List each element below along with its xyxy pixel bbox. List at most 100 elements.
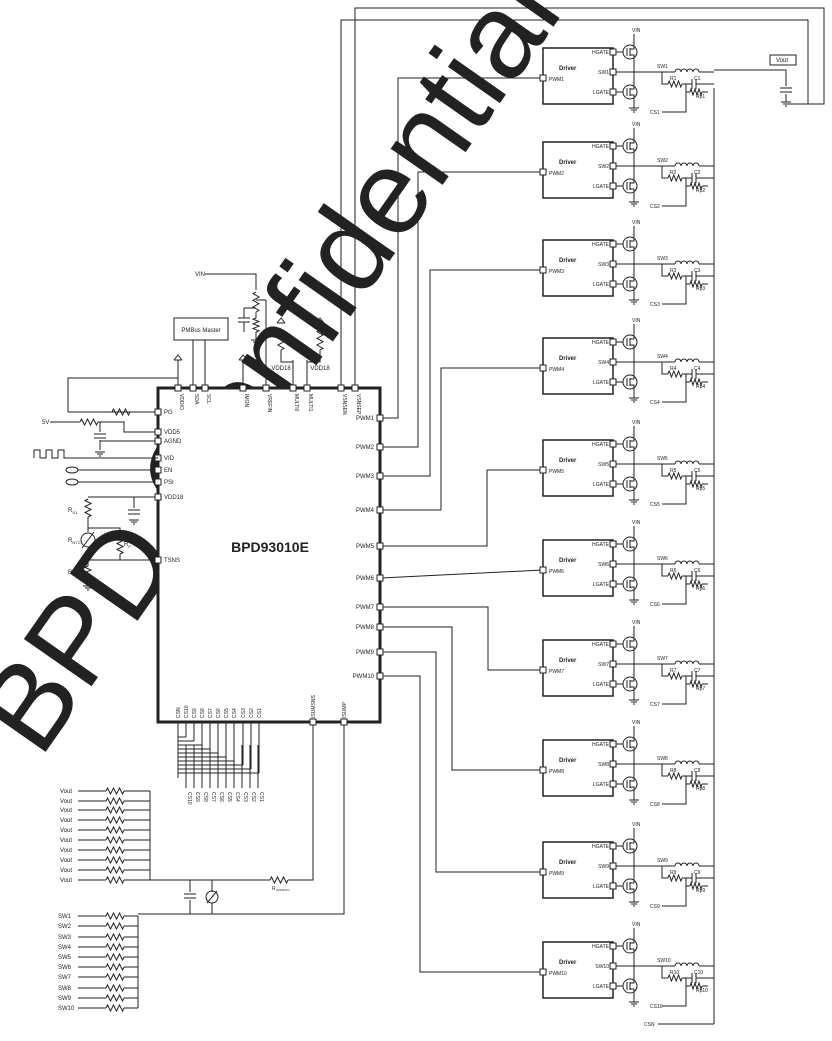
wire bbox=[380, 626, 543, 771]
cs-sum-label: CS10 bbox=[186, 792, 192, 805]
ic-pin-label: CS8 bbox=[200, 708, 206, 718]
wire bbox=[380, 367, 543, 511]
sum-sw-label: SW8 bbox=[58, 986, 72, 992]
phase-r-label: R3 bbox=[670, 268, 677, 274]
mosfet-symbol bbox=[622, 178, 638, 194]
driver-lgate-label: LGATE bbox=[593, 582, 610, 588]
phase-sw-label: SW5 bbox=[657, 456, 668, 462]
pin-square bbox=[609, 460, 617, 468]
pin-square bbox=[337, 384, 345, 392]
wire bbox=[354, 7, 825, 388]
pin-square bbox=[609, 378, 617, 386]
phase-cs-label: CS4 bbox=[650, 400, 660, 406]
mosfet-symbol bbox=[622, 276, 638, 292]
cs-sum-label: CS3 bbox=[242, 792, 248, 802]
phase-cs-label: CS3 bbox=[650, 302, 660, 308]
wire bbox=[661, 362, 668, 375]
pin-square bbox=[262, 384, 270, 392]
pin-square bbox=[154, 478, 162, 486]
mosfet-symbol bbox=[622, 938, 638, 954]
pin-square bbox=[376, 443, 384, 451]
pin-square bbox=[539, 766, 547, 774]
pin-square bbox=[340, 718, 348, 726]
pin-square bbox=[289, 384, 297, 392]
wire bbox=[307, 350, 321, 363]
wire bbox=[380, 651, 543, 873]
resistor bbox=[105, 921, 125, 931]
sum-vout-label: Vout bbox=[60, 818, 72, 824]
pin-square bbox=[376, 472, 384, 480]
wire bbox=[662, 986, 687, 1007]
supply-arrow bbox=[238, 354, 248, 361]
pin-square bbox=[609, 780, 617, 788]
mosfet-symbol bbox=[630, 635, 635, 642]
wire bbox=[685, 978, 690, 987]
ic-pin-label: EN bbox=[164, 468, 172, 474]
mosfet-symbol bbox=[622, 636, 638, 652]
component-label: RS1 bbox=[68, 508, 78, 515]
pin-square bbox=[539, 968, 547, 976]
wire bbox=[662, 382, 687, 403]
mosfet-symbol bbox=[622, 878, 638, 894]
mosfet-symbol bbox=[630, 148, 635, 155]
ic-pin-label: CS7 bbox=[208, 708, 214, 718]
phase-cs-label: CS9 bbox=[650, 904, 660, 910]
pin-square bbox=[609, 962, 617, 970]
resistor bbox=[689, 87, 703, 97]
resistor bbox=[105, 855, 125, 865]
resistor bbox=[111, 407, 131, 417]
pin-square bbox=[376, 542, 384, 550]
driver-title: Driver bbox=[559, 356, 577, 362]
resistor bbox=[105, 835, 125, 845]
mosfet-symbol bbox=[630, 535, 635, 542]
pin-square bbox=[303, 384, 311, 392]
pin-square bbox=[376, 603, 384, 611]
mosfet-symbol bbox=[630, 246, 635, 253]
wires bbox=[50, 7, 825, 1025]
mosfet-symbol bbox=[622, 676, 638, 692]
mosfet-symbol bbox=[630, 188, 635, 195]
net-label-vin: VIN bbox=[195, 272, 205, 278]
sum-vout-label: Vout bbox=[60, 808, 72, 814]
sum-sw-label: SW7 bbox=[58, 975, 72, 981]
mosfet-symbol bbox=[622, 736, 638, 752]
resistor bbox=[251, 317, 261, 333]
ic-pin-label: CS2 bbox=[249, 708, 255, 718]
driver-sw-label: SW8 bbox=[598, 762, 609, 768]
resistor bbox=[667, 771, 683, 781]
wire bbox=[380, 77, 543, 419]
ic-pin-label: MULTI1 bbox=[307, 394, 313, 412]
ic-pin-label: VDDIO bbox=[178, 394, 184, 410]
wire bbox=[661, 166, 668, 179]
ic-name: BPD93010E bbox=[231, 539, 309, 555]
pin-square bbox=[609, 440, 617, 448]
pin-square bbox=[539, 364, 547, 372]
resistor bbox=[105, 932, 125, 942]
wire bbox=[662, 186, 687, 207]
driver-lgate-label: LGATE bbox=[593, 782, 610, 788]
driver-sw-label: SW3 bbox=[598, 262, 609, 268]
ic-pin-label: PWM2 bbox=[356, 445, 375, 451]
pin-square bbox=[609, 142, 617, 150]
driver-sw-label: SW2 bbox=[598, 164, 609, 170]
mosfet-symbol bbox=[622, 44, 638, 60]
wire bbox=[661, 464, 668, 477]
pin-square bbox=[609, 640, 617, 648]
cs-sum-label: CS1 bbox=[258, 792, 264, 802]
resistor bbox=[105, 952, 125, 962]
mosfet-symbol bbox=[622, 436, 638, 452]
driver-pwm-label: PWM9 bbox=[549, 871, 564, 877]
resistor bbox=[105, 786, 125, 796]
cs-sum-label: CS7 bbox=[210, 792, 216, 802]
resistor bbox=[667, 973, 683, 983]
resistor bbox=[689, 479, 703, 489]
driver-title: Driver bbox=[559, 558, 577, 564]
driver-sw-label: SW1 bbox=[598, 70, 609, 76]
phase-c-label: C7 bbox=[694, 668, 701, 674]
resistor bbox=[105, 865, 125, 875]
ntc-thermistor bbox=[80, 532, 96, 548]
mosfet-symbol bbox=[630, 177, 635, 184]
wire bbox=[380, 606, 543, 671]
driver-box bbox=[542, 439, 614, 497]
sum-vout-label: Vout bbox=[60, 878, 72, 884]
